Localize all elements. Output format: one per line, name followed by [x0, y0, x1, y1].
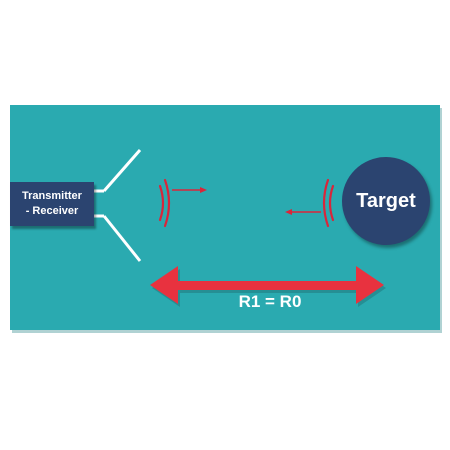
transmitter-receiver-box: Transmitter - Receiver — [10, 182, 94, 226]
transmitter-label-line2: - Receiver — [25, 205, 79, 217]
transmitted-wave-arrow-head — [200, 187, 207, 193]
antenna-arm-lower — [102, 215, 142, 262]
transmitted-wave — [158, 178, 171, 228]
target-circle: Target — [342, 157, 430, 245]
range-double-arrow — [150, 266, 386, 307]
target-label: Target — [356, 189, 416, 212]
transmitter-label-line1: Transmitter — [22, 190, 82, 202]
reflected-wave — [322, 178, 335, 228]
reflected-wave-arrow-head — [285, 209, 292, 215]
range-label: R1 = R0 — [238, 292, 302, 311]
antenna-arm-upper — [102, 149, 142, 192]
